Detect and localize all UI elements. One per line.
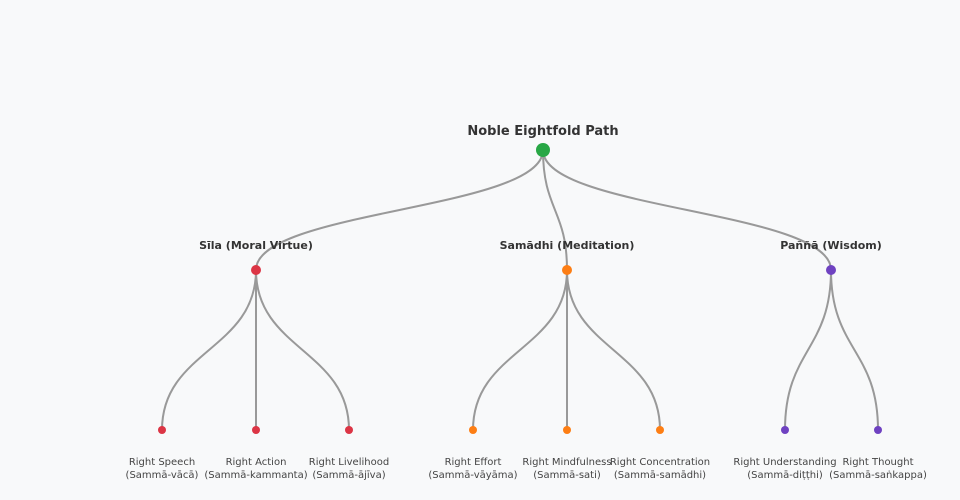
- right-speech-label: Right Speech: [129, 457, 195, 468]
- sila-moral-virtue-label: Sīla (Moral Virtue): [199, 239, 313, 252]
- right-effort-label: Right Effort: [445, 457, 502, 468]
- right-understanding-pali-label: (Sammā-diṭṭhi): [747, 470, 823, 481]
- right-effort-pali-label: (Sammā-vāyāma): [428, 470, 517, 481]
- right-understanding-node[interactable]: [781, 426, 789, 434]
- right-effort-node[interactable]: [469, 426, 477, 434]
- panna-wisdom-node[interactable]: [826, 265, 836, 275]
- panna-wisdom-label: Paññā (Wisdom): [780, 239, 882, 252]
- samadhi-meditation-to-right-concentration-link: [566, 269, 661, 431]
- sila-moral-virtue-to-right-speech-link: [161, 269, 257, 431]
- right-speech-node[interactable]: [158, 426, 166, 434]
- root-to-sila-moral-virtue-link: [255, 149, 544, 271]
- right-mindfulness-pali-label: (Sammā-sati): [533, 470, 601, 481]
- root-to-samadhi-meditation-link: [542, 149, 568, 271]
- right-speech-pali-label: (Sammā-vācā): [126, 470, 199, 481]
- right-thought-node[interactable]: [874, 426, 882, 434]
- panna-wisdom-to-right-thought-link: [830, 269, 879, 431]
- right-action-node[interactable]: [252, 426, 260, 434]
- right-livelihood-node[interactable]: [345, 426, 353, 434]
- panna-wisdom-to-right-understanding-link: [784, 269, 832, 431]
- right-livelihood-label: Right Livelihood: [309, 457, 389, 468]
- sila-moral-virtue-to-right-livelihood-link: [255, 269, 350, 431]
- right-livelihood-pali-label: (Sammā-ājīva): [312, 470, 385, 481]
- samadhi-meditation-label: Samādhi (Meditation): [500, 239, 635, 252]
- samadhi-meditation-to-right-effort-link: [472, 269, 568, 431]
- right-action-label: Right Action: [226, 457, 287, 468]
- root-to-panna-wisdom-link: [542, 149, 832, 271]
- sila-moral-virtue-node[interactable]: [251, 265, 261, 275]
- right-concentration-label: Right Concentration: [610, 457, 710, 468]
- right-understanding-label: Right Understanding: [733, 457, 836, 468]
- tree-links: [161, 149, 879, 431]
- right-thought-label: Right Thought: [842, 457, 913, 468]
- root-label: Noble Eightfold Path: [467, 124, 618, 139]
- right-mindfulness-node[interactable]: [563, 426, 571, 434]
- root-node[interactable]: [536, 143, 550, 157]
- right-mindfulness-label: Right Mindfulness: [522, 457, 611, 468]
- right-concentration-pali-label: (Sammā-samādhi): [614, 470, 706, 481]
- samadhi-meditation-node[interactable]: [562, 265, 572, 275]
- right-thought-pali-label: (Sammā-saṅkappa): [829, 470, 927, 481]
- right-concentration-node[interactable]: [656, 426, 664, 434]
- right-action-pali-label: (Sammā-kammanta): [204, 470, 307, 481]
